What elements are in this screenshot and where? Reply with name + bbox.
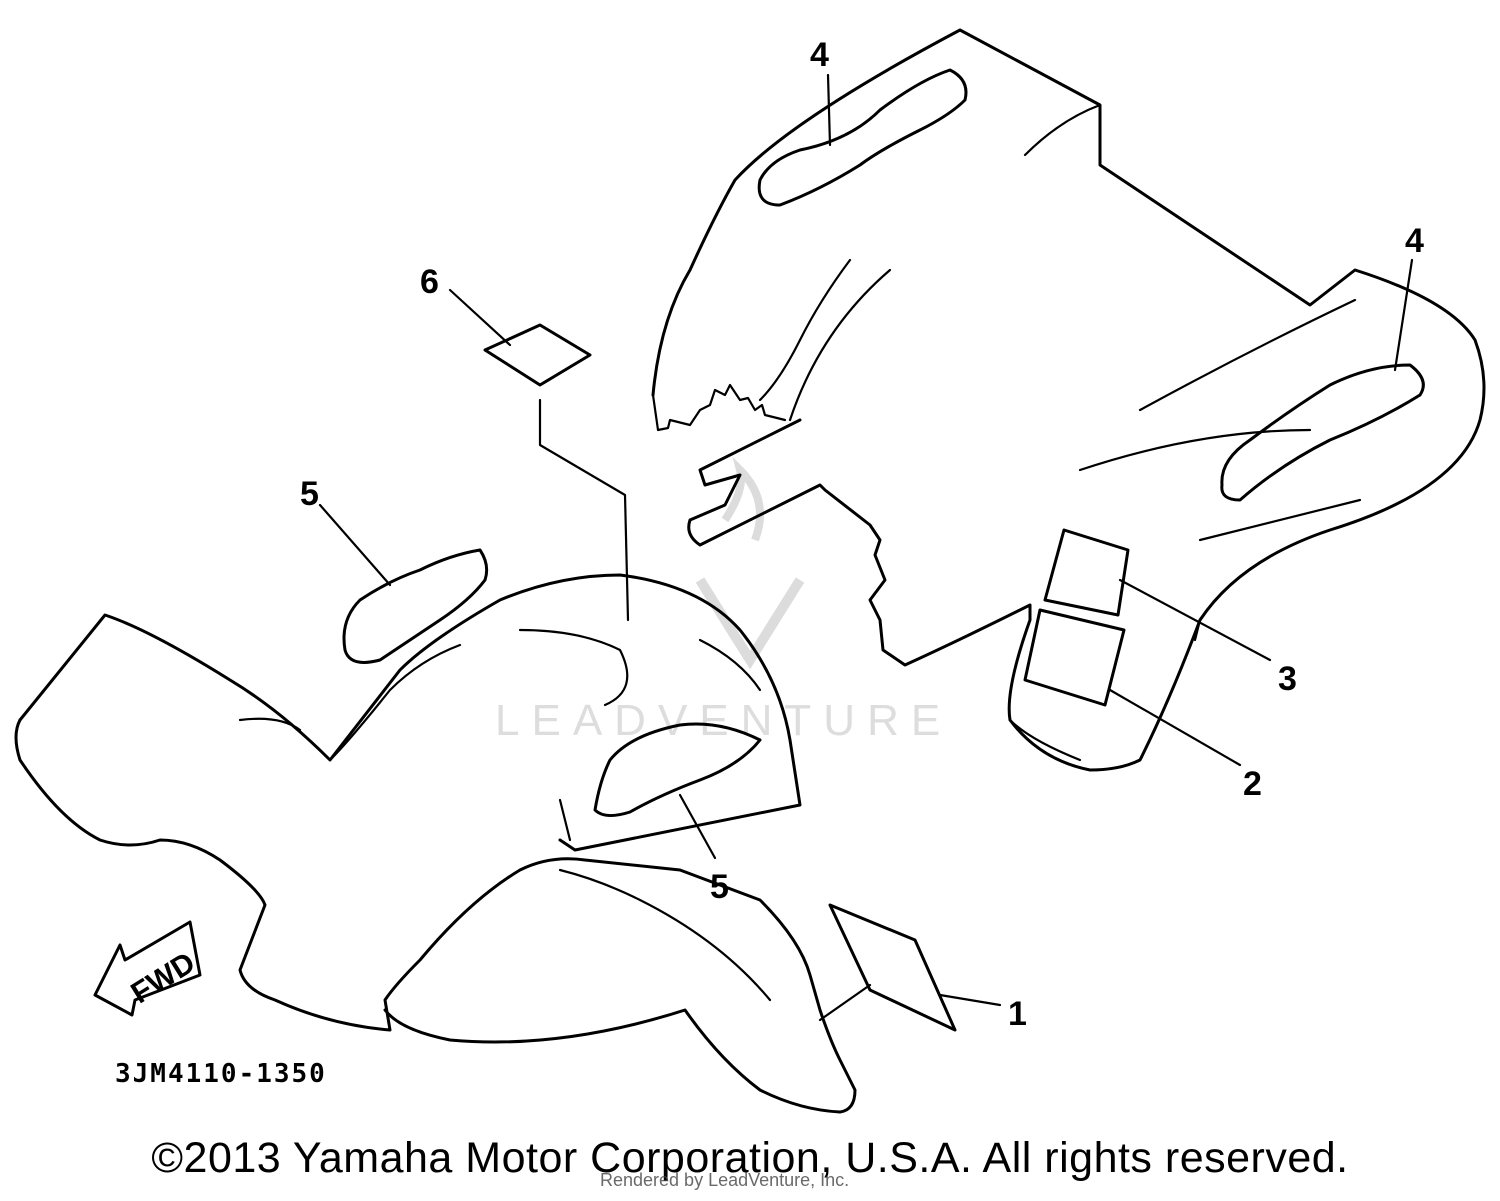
callout-6: 6 — [420, 263, 439, 301]
leadventure-watermark: LEADVENTURE — [495, 456, 952, 745]
callout-3: 3 — [1278, 660, 1297, 698]
rendered-by-credit: Rendered by LeadVenture, Inc. — [600, 1170, 850, 1190]
decal-3 — [1043, 528, 1130, 617]
watermark-text: LEADVENTURE — [495, 696, 952, 745]
callout-5-left: 5 — [300, 475, 319, 513]
callout-1: 1 — [1008, 995, 1027, 1033]
copyright-notice: ©2013 Yamaha Motor Corporation, U.S.A. A… — [151, 1134, 1349, 1182]
callouts: 4 4 6 5 5 3 2 1 — [300, 36, 1424, 1033]
callout-4-right: 4 — [1405, 222, 1424, 260]
parts-diagram: LEADVENTURE — [14, 28, 1486, 1114]
diagram-code: 3JM4110-1350 — [115, 1059, 327, 1089]
callout-4-top: 4 — [810, 36, 829, 74]
leader-lines — [318, 73, 1414, 1022]
decal-5-left — [342, 548, 489, 664]
decal-5-center — [593, 722, 762, 817]
rear-fender — [651, 28, 1486, 772]
decal-4-top — [757, 68, 968, 207]
front-fender — [14, 323, 957, 1114]
decal-4-right — [1220, 363, 1425, 502]
callout-5-center: 5 — [710, 868, 729, 906]
callout-2: 2 — [1243, 765, 1262, 803]
fwd-arrow: FWD — [93, 920, 202, 1017]
decal-2 — [1023, 608, 1126, 707]
decal-6 — [483, 323, 592, 387]
decal-1 — [828, 903, 957, 1032]
fwd-label: FWD — [126, 946, 201, 1010]
